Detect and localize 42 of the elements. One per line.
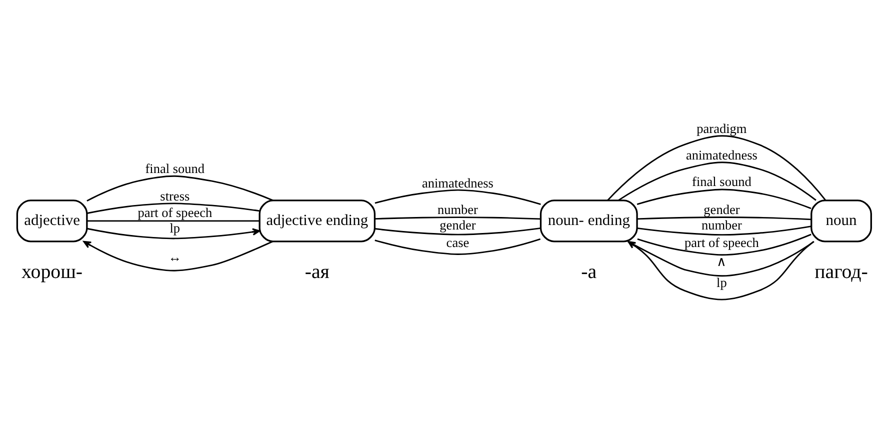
edge-label: case (446, 235, 470, 250)
edge-label: ∧ (716, 254, 727, 269)
edge-label: number (437, 202, 478, 217)
label: -ая (304, 260, 330, 283)
edge-label: final sound (692, 174, 752, 190)
connector (637, 234, 812, 256)
edge-label: part of speech (684, 235, 759, 250)
edge-label: lp (170, 220, 180, 236)
connector (606, 135, 826, 201)
connector (374, 238, 541, 255)
edge-label: number (701, 217, 742, 232)
connector (636, 188, 812, 210)
edge-label: ↔ (168, 249, 182, 264)
connector (637, 216, 812, 220)
connector (374, 189, 541, 205)
node-box: adjective (16, 200, 88, 242)
edge-label: animatedness (686, 148, 758, 163)
edge-label: paradigm (696, 121, 747, 136)
edge-label: animatedness (422, 175, 494, 190)
edge-label: gender (704, 202, 740, 217)
connector (636, 226, 812, 236)
label: -а (581, 260, 597, 283)
label: пагод- (814, 260, 868, 283)
edge-label: gender (440, 217, 476, 232)
arrow (87, 228, 260, 240)
connector (374, 227, 541, 236)
node-box: noun (810, 200, 872, 242)
connector (374, 216, 541, 220)
edge-label: part of speech (138, 205, 212, 220)
connector (87, 220, 260, 222)
edge-label: stress (160, 188, 190, 204)
node-box: noun- ending (540, 200, 638, 242)
node-box: adjective ending (258, 200, 376, 242)
connector (618, 162, 816, 201)
connector (628, 240, 814, 277)
arrow (628, 240, 814, 300)
arrow (83, 240, 274, 272)
edge-label: lp (716, 274, 727, 290)
label: хорош- (22, 260, 83, 283)
connector (86, 175, 274, 202)
edge-label: final sound (145, 160, 205, 176)
connector (87, 202, 260, 214)
